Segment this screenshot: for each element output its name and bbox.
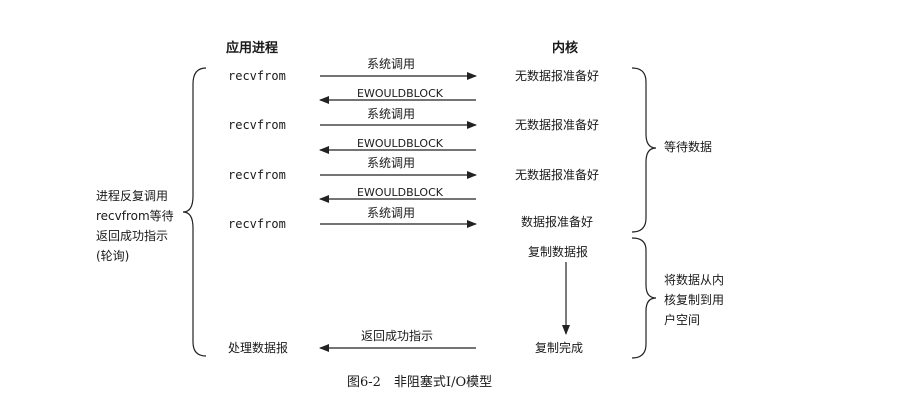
return-success-label: 返回成功指示: [361, 329, 434, 343]
copy-datagram-label: 复制数据报: [528, 245, 589, 259]
recvfrom-call-3: recvfrom: [228, 168, 286, 182]
kernel-state-ready: 数据报准备好: [521, 215, 594, 229]
syscall-label-3: 系统调用: [367, 156, 416, 170]
phase-copy-line-1: 将数据从内: [664, 273, 725, 287]
left-note-line-2: recvfrom等待: [96, 209, 174, 223]
ewouldblock-label-2: EWOULDBLOCK: [357, 137, 443, 150]
kernel-header: 内核: [552, 41, 579, 56]
right-brace-copy: [631, 237, 657, 359]
recvfrom-call-1: recvfrom: [228, 69, 286, 83]
copy-done-label: 复制完成: [535, 341, 584, 355]
process-header: 应用进程: [226, 41, 279, 56]
phase-copy-line-3: 户空间: [664, 313, 701, 327]
phase-copy-label: 将数据从内 核复制到用 户空间: [664, 270, 724, 330]
left-brace: [182, 67, 207, 357]
phase-copy-line-2: 核复制到用: [664, 293, 725, 307]
kernel-state-3: 无数据报准备好: [515, 168, 600, 182]
kernel-state-2: 无数据报准备好: [515, 118, 600, 132]
recvfrom-call-2: recvfrom: [228, 118, 286, 132]
process-datagram-label: 处理数据报: [228, 341, 289, 355]
left-note-line-4: (轮询): [96, 249, 130, 263]
syscall-label-4: 系统调用: [367, 206, 416, 220]
left-note-line-3: 返回成功指示: [96, 229, 169, 243]
left-note-line-1: 进程反复调用: [96, 189, 169, 203]
right-brace-wait: [631, 67, 657, 233]
syscall-label-2: 系统调用: [367, 107, 416, 121]
kernel-state-1: 无数据报准备好: [515, 69, 600, 83]
phase-wait-label: 等待数据: [664, 140, 713, 154]
recvfrom-call-4: recvfrom: [228, 217, 286, 231]
left-note: 进程反复调用 recvfrom等待 返回成功指示 (轮询): [96, 186, 174, 266]
figure-caption: 图6-2 非阻塞式I/O模型: [347, 375, 493, 390]
ewouldblock-label-1: EWOULDBLOCK: [357, 87, 443, 100]
syscall-label-1: 系统调用: [367, 57, 416, 71]
ewouldblock-label-3: EWOULDBLOCK: [357, 186, 443, 199]
